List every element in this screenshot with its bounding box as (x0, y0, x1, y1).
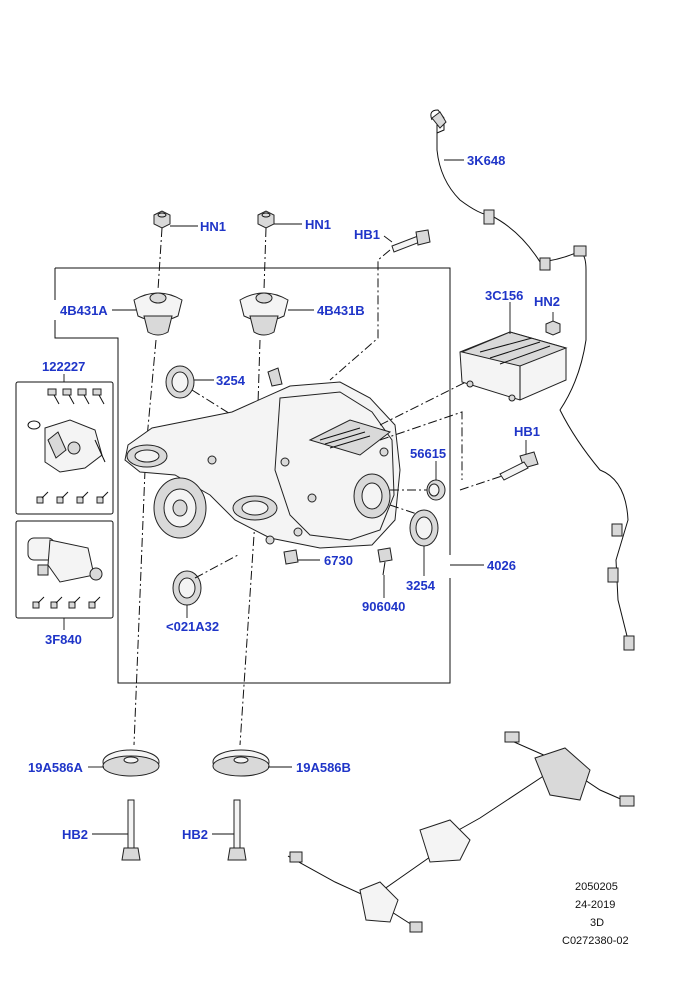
label-hb1-top: HB1 (354, 227, 380, 242)
bolt-hb1-top-icon (391, 229, 431, 253)
label-4026: 4026 (487, 558, 516, 573)
label-6730: 6730 (324, 553, 353, 568)
bolt-set-icon (47, 388, 105, 405)
wiring-harness-3k648-icon (430, 109, 635, 651)
label-3f840: 3F840 (45, 632, 82, 647)
assembly-frame (54, 267, 451, 684)
label-3254-bottom: 3254 (406, 578, 436, 593)
label-4b431b: 4B431B (317, 303, 365, 318)
label-56615: 56615 (410, 446, 446, 461)
seal-3254-top-icon (165, 365, 195, 399)
bushing-4b431b-icon (239, 292, 289, 336)
label-hb2-right: HB2 (182, 827, 208, 842)
motor-bolts-icon (32, 596, 101, 609)
label-3k648: 3K648 (467, 153, 505, 168)
label-hn1-right: HN1 (305, 217, 331, 232)
breather-housing-icon (27, 419, 106, 473)
label-021a32: <021A32 (166, 619, 219, 634)
control-module-3c156-icon (459, 331, 568, 402)
footer-line-2: 24-2019 (575, 899, 615, 911)
bolt-hb1-right-icon (499, 451, 539, 481)
label-4b431a: 4B431A (60, 303, 108, 318)
nut-hn2-icon (545, 320, 561, 336)
label-hb1-right: HB1 (514, 424, 540, 439)
small-bolts-icon (36, 491, 109, 504)
label-19a586a: 19A586A (28, 760, 84, 775)
label-906040: 906040 (362, 599, 405, 614)
label-hb2-left: HB2 (62, 827, 88, 842)
nut-hn1-left-icon (153, 210, 171, 229)
actuator-motor-icon (27, 537, 103, 583)
sensor-906040-icon (377, 547, 393, 576)
label-3c156: 3C156 (485, 288, 523, 303)
bolt-hb2-right-icon (227, 799, 247, 861)
drivetrain-overview-icon (287, 731, 635, 933)
nut-hn1-right-icon (257, 210, 275, 229)
bushing-56615-icon (426, 479, 446, 501)
kit-box-3f840 (15, 520, 114, 619)
bushing-4b431a-icon (133, 292, 183, 336)
bolt-hb2-left-icon (121, 799, 141, 861)
rear-differential-housing-icon (124, 367, 401, 549)
washer-19a586a-icon (102, 749, 160, 777)
kit-box-122227 (15, 381, 114, 515)
label-hn2: HN2 (534, 294, 560, 309)
washer-19a586b-icon (212, 749, 270, 777)
label-3254-top: 3254 (216, 373, 246, 388)
footer-line-3: 3D (590, 917, 604, 929)
seal-3254-bottom-icon (409, 509, 439, 547)
label-19a586b: 19A586B (296, 760, 351, 775)
label-hn1-left: HN1 (200, 219, 226, 234)
footer-line-4: C0272380-02 (562, 935, 629, 947)
footer-line-1: 2050205 (575, 881, 618, 893)
drain-plug-6730-icon (283, 549, 299, 565)
seal-021a32-icon (172, 570, 202, 606)
label-122227: 122227 (42, 359, 85, 374)
